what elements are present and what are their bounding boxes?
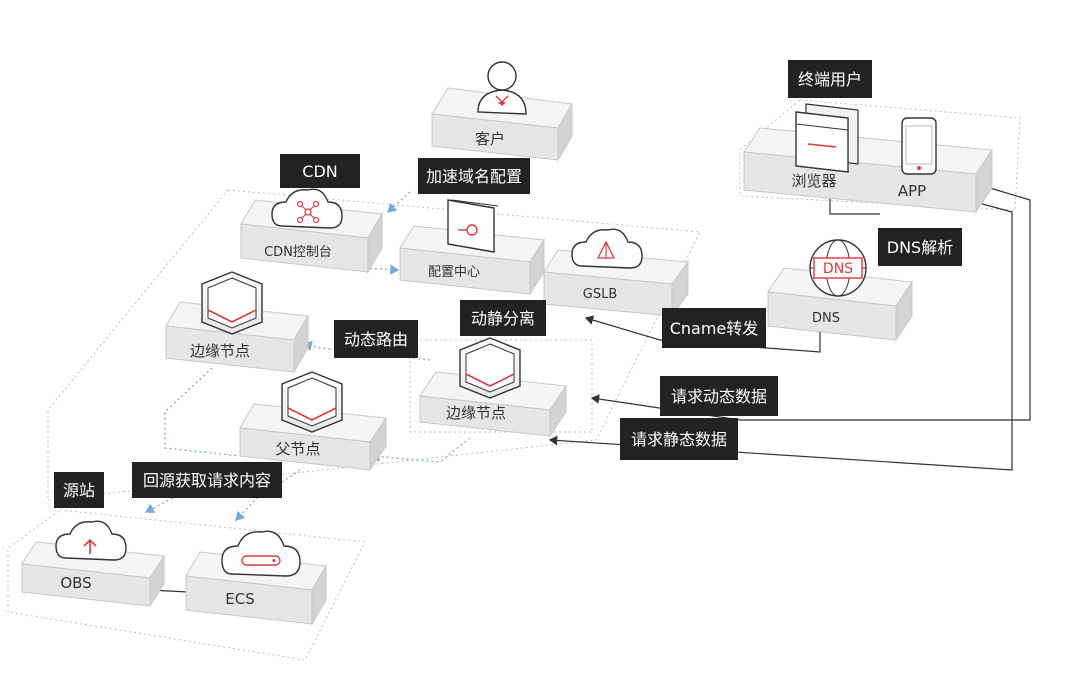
tag-dynamic-route: 动态路由 — [334, 320, 418, 358]
svg-text:请求动态数据: 请求动态数据 — [671, 387, 767, 406]
line-config-console — [387, 191, 411, 213]
svg-text:DNS解析: DNS解析 — [887, 238, 953, 257]
label-tags: CDN 加速域名配置 终端用户 DNS解析 Cname转发 动态路由 动静分离 — [54, 60, 962, 508]
svg-text:终端用户: 终端用户 — [798, 70, 862, 89]
tag-origin: 源站 — [54, 472, 104, 508]
svg-text:加速域名配置: 加速域名配置 — [426, 167, 522, 186]
node-ecs: ECS — [225, 590, 254, 608]
node-gslb: GSLB — [583, 287, 618, 302]
line-request-static — [548, 201, 1013, 471]
globe-dns-icon: DNS — [809, 239, 867, 297]
person-icon — [477, 61, 527, 115]
node-cdn-console: CDN控制台 — [264, 245, 332, 260]
cloud-server-icon — [221, 530, 301, 577]
node-config-center: 配置中心 — [428, 265, 480, 280]
node-parent: 父节点 — [275, 440, 320, 458]
svg-text:动态路由: 动态路由 — [344, 330, 408, 349]
node-customer: 客户 — [475, 130, 505, 148]
tag-terminal-user: 终端用户 — [788, 60, 872, 98]
tag-request-static: 请求静态数据 — [620, 418, 738, 460]
svg-text:Cname转发: Cname转发 — [670, 319, 759, 338]
line-edge-parent — [164, 367, 241, 457]
cdn-region — [47, 189, 701, 501]
svg-text:回源获取请求内容: 回源获取请求内容 — [143, 471, 271, 490]
browser-icon — [795, 103, 859, 173]
tag-cdn: CDN — [280, 154, 360, 188]
line-edgeR-parent — [370, 437, 471, 463]
tag-dyn-static-split: 动静分离 — [460, 300, 546, 336]
box-terminal[interactable] — [743, 127, 993, 214]
config-panel-icon — [447, 199, 499, 253]
hexagon-node-icon — [459, 337, 521, 399]
hexagon-node-icon — [281, 371, 343, 433]
hexagon-node-icon — [201, 271, 263, 335]
node-edge-left: 边缘节点 — [190, 342, 250, 360]
tag-dns-resolve: DNS解析 — [878, 228, 962, 266]
tag-accel-config: 加速域名配置 — [418, 158, 530, 194]
cloud-upload-icon — [55, 520, 127, 561]
dns-icon-text: DNS — [823, 261, 853, 277]
node-obs: OBS — [60, 574, 91, 592]
tag-cname: Cname转发 — [662, 308, 766, 348]
cloud-gslb-icon — [571, 228, 643, 269]
line-dns — [829, 192, 880, 215]
cloud-network-icon — [271, 188, 343, 229]
phone-icon — [901, 117, 937, 175]
node-dns: DNS — [812, 311, 840, 326]
tag-back-to-origin: 回源获取请求内容 — [132, 462, 282, 498]
tag-request-dynamic: 请求动态数据 — [660, 376, 778, 416]
node-app: APP — [898, 182, 926, 200]
node-browser: 浏览器 — [791, 172, 836, 190]
svg-text:源站: 源站 — [63, 481, 95, 500]
edge-right-region — [409, 339, 593, 433]
svg-text:动静分离: 动静分离 — [471, 309, 535, 328]
node-edge-right: 边缘节点 — [446, 404, 506, 422]
svg-text:CDN: CDN — [302, 162, 337, 181]
svg-text:请求静态数据: 请求静态数据 — [631, 430, 727, 449]
origin-region — [7, 509, 366, 661]
